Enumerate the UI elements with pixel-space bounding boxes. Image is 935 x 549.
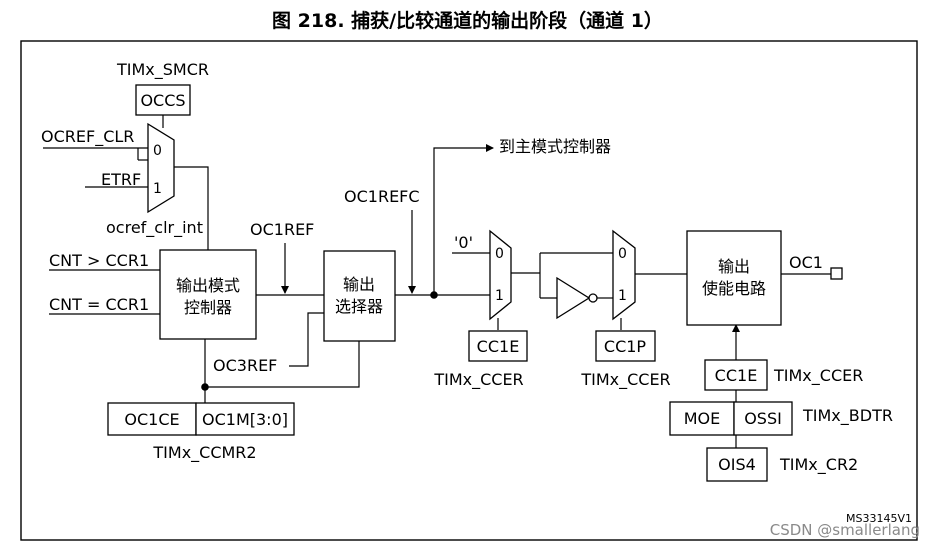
output-selector-label-1: 输出 [343,275,375,294]
inverter-gate [556,276,591,320]
occs-register-box [135,84,191,116]
cnt-gt-label: CNT > CCR1 [49,251,149,270]
output-selector-block [323,250,396,342]
cc1e-register-box-b [704,359,768,391]
moe-label: MOE [684,409,721,428]
clear-select-mux [147,122,175,214]
output-enable-label-1: 输出 [718,257,750,276]
polarity-mux-input-0: 0 [618,246,627,262]
oc1ce-label: OC1CE [124,410,179,429]
ms-code-label: MS33145V1 [846,512,912,525]
clear-mux-input-0: 0 [153,143,162,159]
oc1m-label: OC1M[3:0] [202,410,288,429]
figure-title: 图 218. 捕获/比较通道的输出阶段（通道 1） [272,10,663,32]
inverter-bubble [588,293,598,303]
output-enable-label-2: 使能电路 [702,279,766,298]
ocref-clr-int-label: ocref_clr_int [106,218,203,238]
ois4-register-box [706,447,768,482]
cc1e-label-b: CC1E [715,366,758,385]
oc1ref-label: OC1REF [250,220,314,239]
moe-field-box [669,401,735,436]
ocref-clr-int-wire [174,166,209,250]
output-selector-label-2: 选择器 [335,297,383,316]
polarity-mux-input-1: 1 [618,288,627,304]
clear-mux-input-1: 1 [153,181,162,197]
oc1refc-label: OC1REFC [344,187,420,206]
to-master-label: 到主模式控制器 [499,137,611,156]
cc1p-label: CC1P [604,337,647,356]
output-mode-controller-label-1: 输出模式 [176,276,240,295]
timx-smcr-label: TIMx_SMCR [116,60,209,80]
output-enable-block [686,230,782,326]
ossi-label: OSSI [744,409,782,428]
timx-cr2-label: TIMx_CR2 [779,455,858,475]
timx-bdtr-label: TIMx_BDTR [802,406,893,426]
diagram-frame [20,40,918,541]
cc1p-register-box [595,330,656,362]
zero-mux-input-0: 0 [495,246,504,262]
to-master-wire [433,144,494,295]
wires [43,115,831,448]
oc1-label: OC1 [789,253,823,272]
feedback-wire [204,339,360,388]
cc1e-label-a: CC1E [477,337,520,356]
occs-label: OCCS [140,91,185,110]
output-mode-controller-label-2: 控制器 [184,298,232,317]
oc1-pin [830,267,843,280]
zero-force-mux [489,229,512,321]
timx-ccer-label-a: TIMx_CCER [433,370,523,390]
output-mode-controller-block [159,249,257,340]
cc1e-register-box-a [468,330,528,362]
oc3ref-wire [289,312,324,367]
cnt-eq-label: CNT = CCR1 [49,295,149,314]
ocref-clr-label: OCREF_CLR [41,127,134,147]
timx-ccer-label-c: TIMx_CCER [773,366,863,386]
oc1m-field-box [195,402,295,436]
ossi-field-box [733,401,793,436]
ois4-label: OIS4 [718,455,756,474]
timx-ccer-label-b: TIMx_CCER [580,370,670,390]
polarity-mux [612,229,636,321]
timx-ccmr2-label: TIMx_CCMR2 [152,443,256,463]
zero-mux-input-1: 1 [495,288,504,304]
watermark: CSDN @smallerlang [770,521,920,539]
oc3ref-label: OC3REF [213,356,277,375]
etrf-label: ETRF [101,170,141,189]
zero-constant-label: '0' [454,233,473,252]
